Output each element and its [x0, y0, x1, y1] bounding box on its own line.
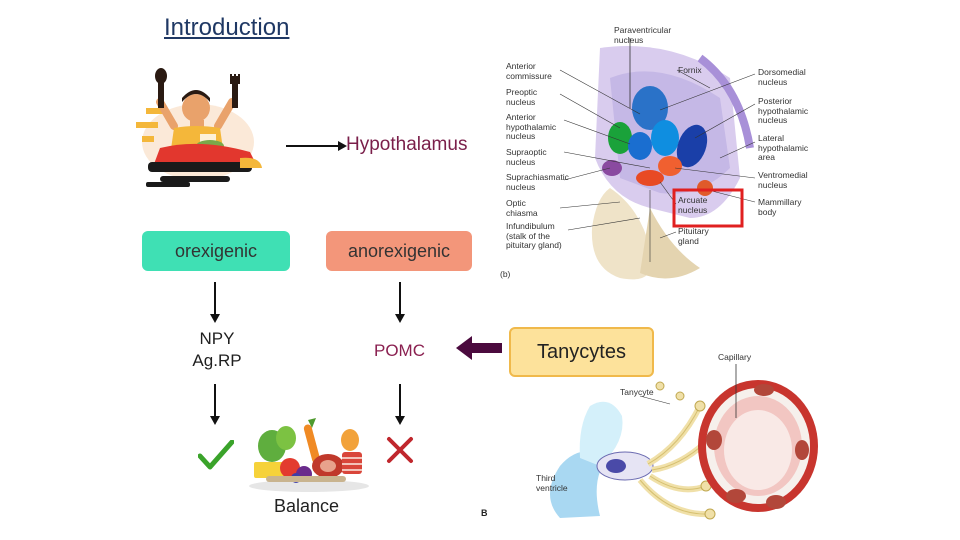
arrow-to-hypothalamus	[286, 141, 347, 151]
arrow-down-npy	[210, 384, 220, 425]
label-vm-l1: Ventromedial	[758, 170, 808, 180]
tanycyte-diagram	[550, 364, 818, 520]
label-ac-l1: Anterior	[506, 61, 536, 71]
label-capillary: Capillary	[718, 352, 752, 362]
label-tv-l2: ventricle	[536, 482, 568, 493]
label-oc-l1: Optic	[506, 198, 526, 208]
label-sc-l1: Suprachiasmatic	[506, 172, 569, 182]
label-fornix-l1: Fornix	[678, 65, 702, 75]
npy-agrp-label: NPY Ag.RP	[190, 328, 244, 372]
label-paraventricular-l1: Paraventricular	[614, 25, 672, 35]
label-mb-l2: body	[758, 206, 777, 217]
label-supraoptic-l2: nucleus	[506, 156, 536, 167]
arrow-down-anorexigenic	[395, 282, 405, 323]
label-ph-l2: hypothalamic	[758, 105, 809, 116]
label-lh-l1: Lateral	[758, 133, 784, 143]
food-icon	[249, 418, 369, 492]
arrow-down-pomc	[395, 384, 405, 425]
cross-icon	[387, 437, 413, 463]
label-ph-l3: nucleus	[758, 115, 788, 125]
tanycytes-box: Tanycytes	[509, 327, 654, 377]
label-preoptic-l2: nucleus	[506, 96, 536, 107]
label-ph-l1: Posterior	[758, 96, 793, 106]
label-inf-l3: pituitary gland)	[506, 240, 562, 250]
npy-text: NPY	[199, 329, 235, 348]
label-preoptic-l1: Preoptic	[506, 87, 538, 97]
label-ah-l2: hypothalamic	[506, 121, 557, 132]
label-dm-l2: nucleus	[758, 76, 788, 87]
label-pit-l2: gland	[678, 235, 699, 246]
hypothalamus-diagram	[559, 38, 756, 280]
pomc-label: POMC	[374, 341, 425, 360]
label-ah-l1: Anterior	[506, 112, 536, 122]
label-tv-l1: Third	[536, 473, 556, 483]
label-inf-l1: Infundibulum	[506, 221, 555, 231]
orexigenic-box: orexigenic	[142, 231, 290, 271]
label-mb-l1: Mammillary	[758, 197, 802, 207]
label-arc-l2: nucleus	[678, 204, 708, 215]
label-ac-l2: commissure	[506, 70, 552, 81]
label-panel-b: (b)	[500, 269, 511, 279]
label-dm-l1: Dorsomedial	[758, 67, 806, 77]
label-paraventricular-l2: nucleus	[614, 34, 644, 45]
arcuate-highlight-box	[672, 188, 744, 228]
label-oc-l2: chiasma	[506, 207, 538, 218]
check-icon	[198, 440, 234, 470]
balance-label: Balance	[274, 496, 340, 516]
label-arc-l1: Arcuate	[678, 195, 708, 205]
arrow-down-orexigenic	[210, 282, 220, 323]
label-ah-l3: nucleus	[506, 131, 536, 141]
arrow-tanycytes-to-pomc	[456, 336, 502, 360]
label-inf-l2: (stalk of the	[506, 230, 550, 241]
hypothalamus-label: Hypothalamus	[346, 134, 468, 155]
eating-man-icon	[136, 68, 262, 187]
label-sc-l2: nucleus	[506, 181, 536, 192]
label-tanycyte: Tanycyte	[620, 387, 654, 397]
label-lh-l3: area	[758, 152, 776, 162]
label-lh-l2: hypothalamic	[758, 142, 809, 153]
agrp-text: Ag.RP	[192, 351, 242, 370]
label-supraoptic-l1: Supraoptic	[506, 147, 547, 157]
page-title: Introduction	[164, 14, 290, 41]
anorexigenic-box: anorexigenic	[326, 231, 472, 271]
label-vm-l2: nucleus	[758, 179, 788, 190]
label-pit-l1: Pituitary	[678, 226, 709, 236]
label-panel-B: B	[481, 508, 488, 518]
label-fornix: Fornix	[678, 65, 702, 76]
